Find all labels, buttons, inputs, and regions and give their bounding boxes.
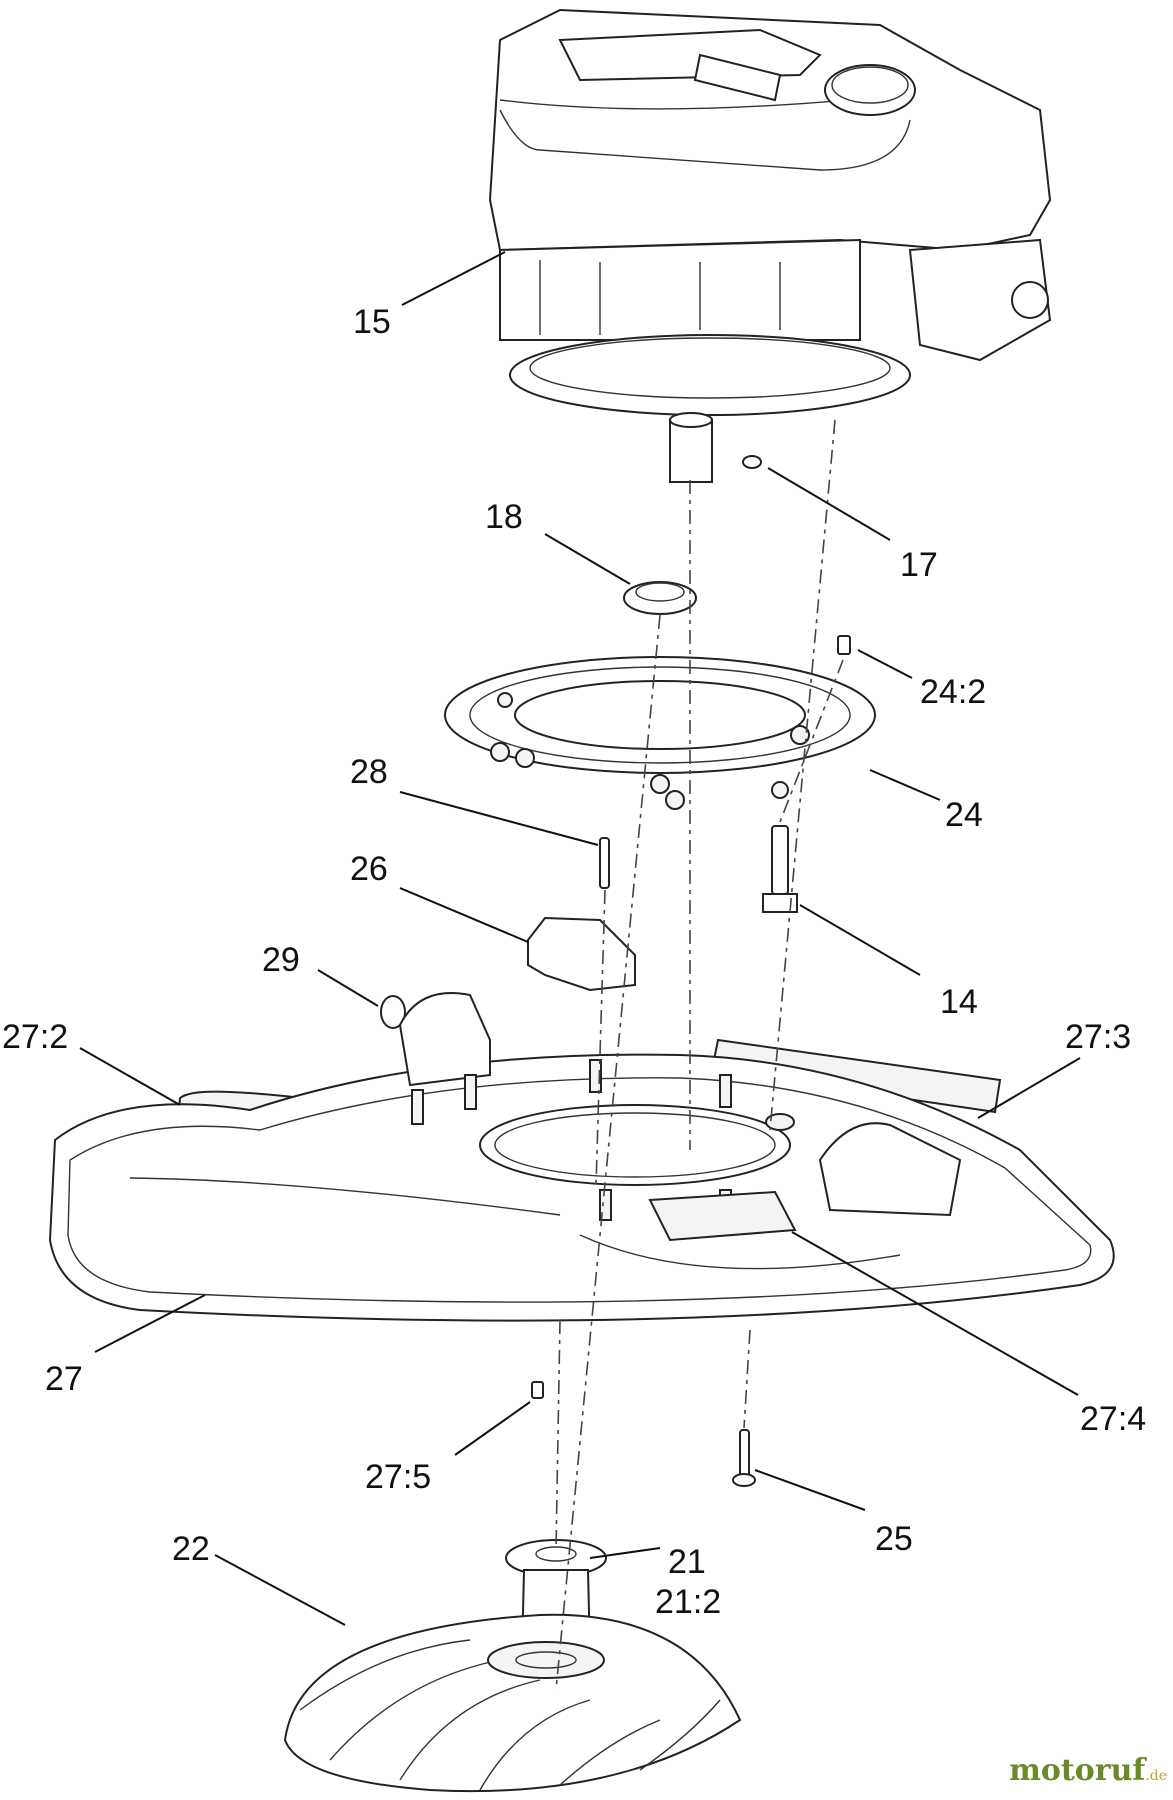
callout-29: 29 xyxy=(262,941,300,979)
leader-27-2 xyxy=(79,1047,181,1106)
callout-21: 21 xyxy=(668,1543,706,1581)
callout-17: 17 xyxy=(900,546,938,584)
leader-22 xyxy=(214,1554,346,1626)
leader-24 xyxy=(869,769,941,801)
callout-25: 25 xyxy=(875,1520,913,1558)
callout-27-5: 27:5 xyxy=(365,1458,432,1496)
leader-28 xyxy=(399,791,599,846)
leader-27-4 xyxy=(791,1231,1079,1396)
cooling-fan xyxy=(283,1613,742,1793)
leader-27-3 xyxy=(977,1057,1081,1119)
callout-27-3: 27:3 xyxy=(1065,1018,1132,1056)
bolt-14 xyxy=(762,825,798,913)
decal-27-4 xyxy=(648,1190,797,1242)
center-lines xyxy=(555,419,844,1691)
callout-15: 15 xyxy=(353,303,391,341)
clip-24-2 xyxy=(837,635,851,655)
leader-25 xyxy=(754,1469,866,1511)
callout-28: 28 xyxy=(350,753,388,791)
callout-24-2: 24:2 xyxy=(920,673,987,711)
leader-lines xyxy=(79,251,1081,1626)
leader-29 xyxy=(317,969,379,1007)
leader-21 xyxy=(589,1547,661,1559)
callout-14: 14 xyxy=(940,983,978,1021)
callout-24: 24 xyxy=(945,796,983,834)
clip-27-5 xyxy=(531,1381,544,1399)
engine-assembly xyxy=(488,8,1052,483)
deck-housing xyxy=(48,992,1115,1322)
bracket-26 xyxy=(527,916,636,992)
callout-21-2: 21:2 xyxy=(655,1583,722,1621)
callout-18: 18 xyxy=(485,498,523,536)
bolt-25 xyxy=(732,1429,756,1487)
leader-15 xyxy=(401,251,506,306)
watermark-logo: motoruf.de xyxy=(1009,1753,1167,1788)
leader-24-2 xyxy=(857,649,913,679)
leader-14 xyxy=(799,904,921,976)
pin-28 xyxy=(599,837,610,889)
callout-27-2: 27:2 xyxy=(2,1018,69,1056)
spacer-cup xyxy=(623,581,697,615)
callout-26: 26 xyxy=(350,850,388,888)
leader-27 xyxy=(94,1294,206,1353)
leader-26 xyxy=(399,887,529,943)
mounting-ring-plate xyxy=(444,656,876,810)
leader-17 xyxy=(767,467,891,541)
callout-22: 22 xyxy=(172,1530,210,1568)
callout-27: 27 xyxy=(45,1360,83,1398)
leader-27-5 xyxy=(454,1401,531,1456)
leader-18 xyxy=(544,533,631,585)
callout-27-4: 27:4 xyxy=(1080,1400,1147,1438)
woodruff-key xyxy=(742,455,762,469)
washer-29 xyxy=(380,995,406,1029)
